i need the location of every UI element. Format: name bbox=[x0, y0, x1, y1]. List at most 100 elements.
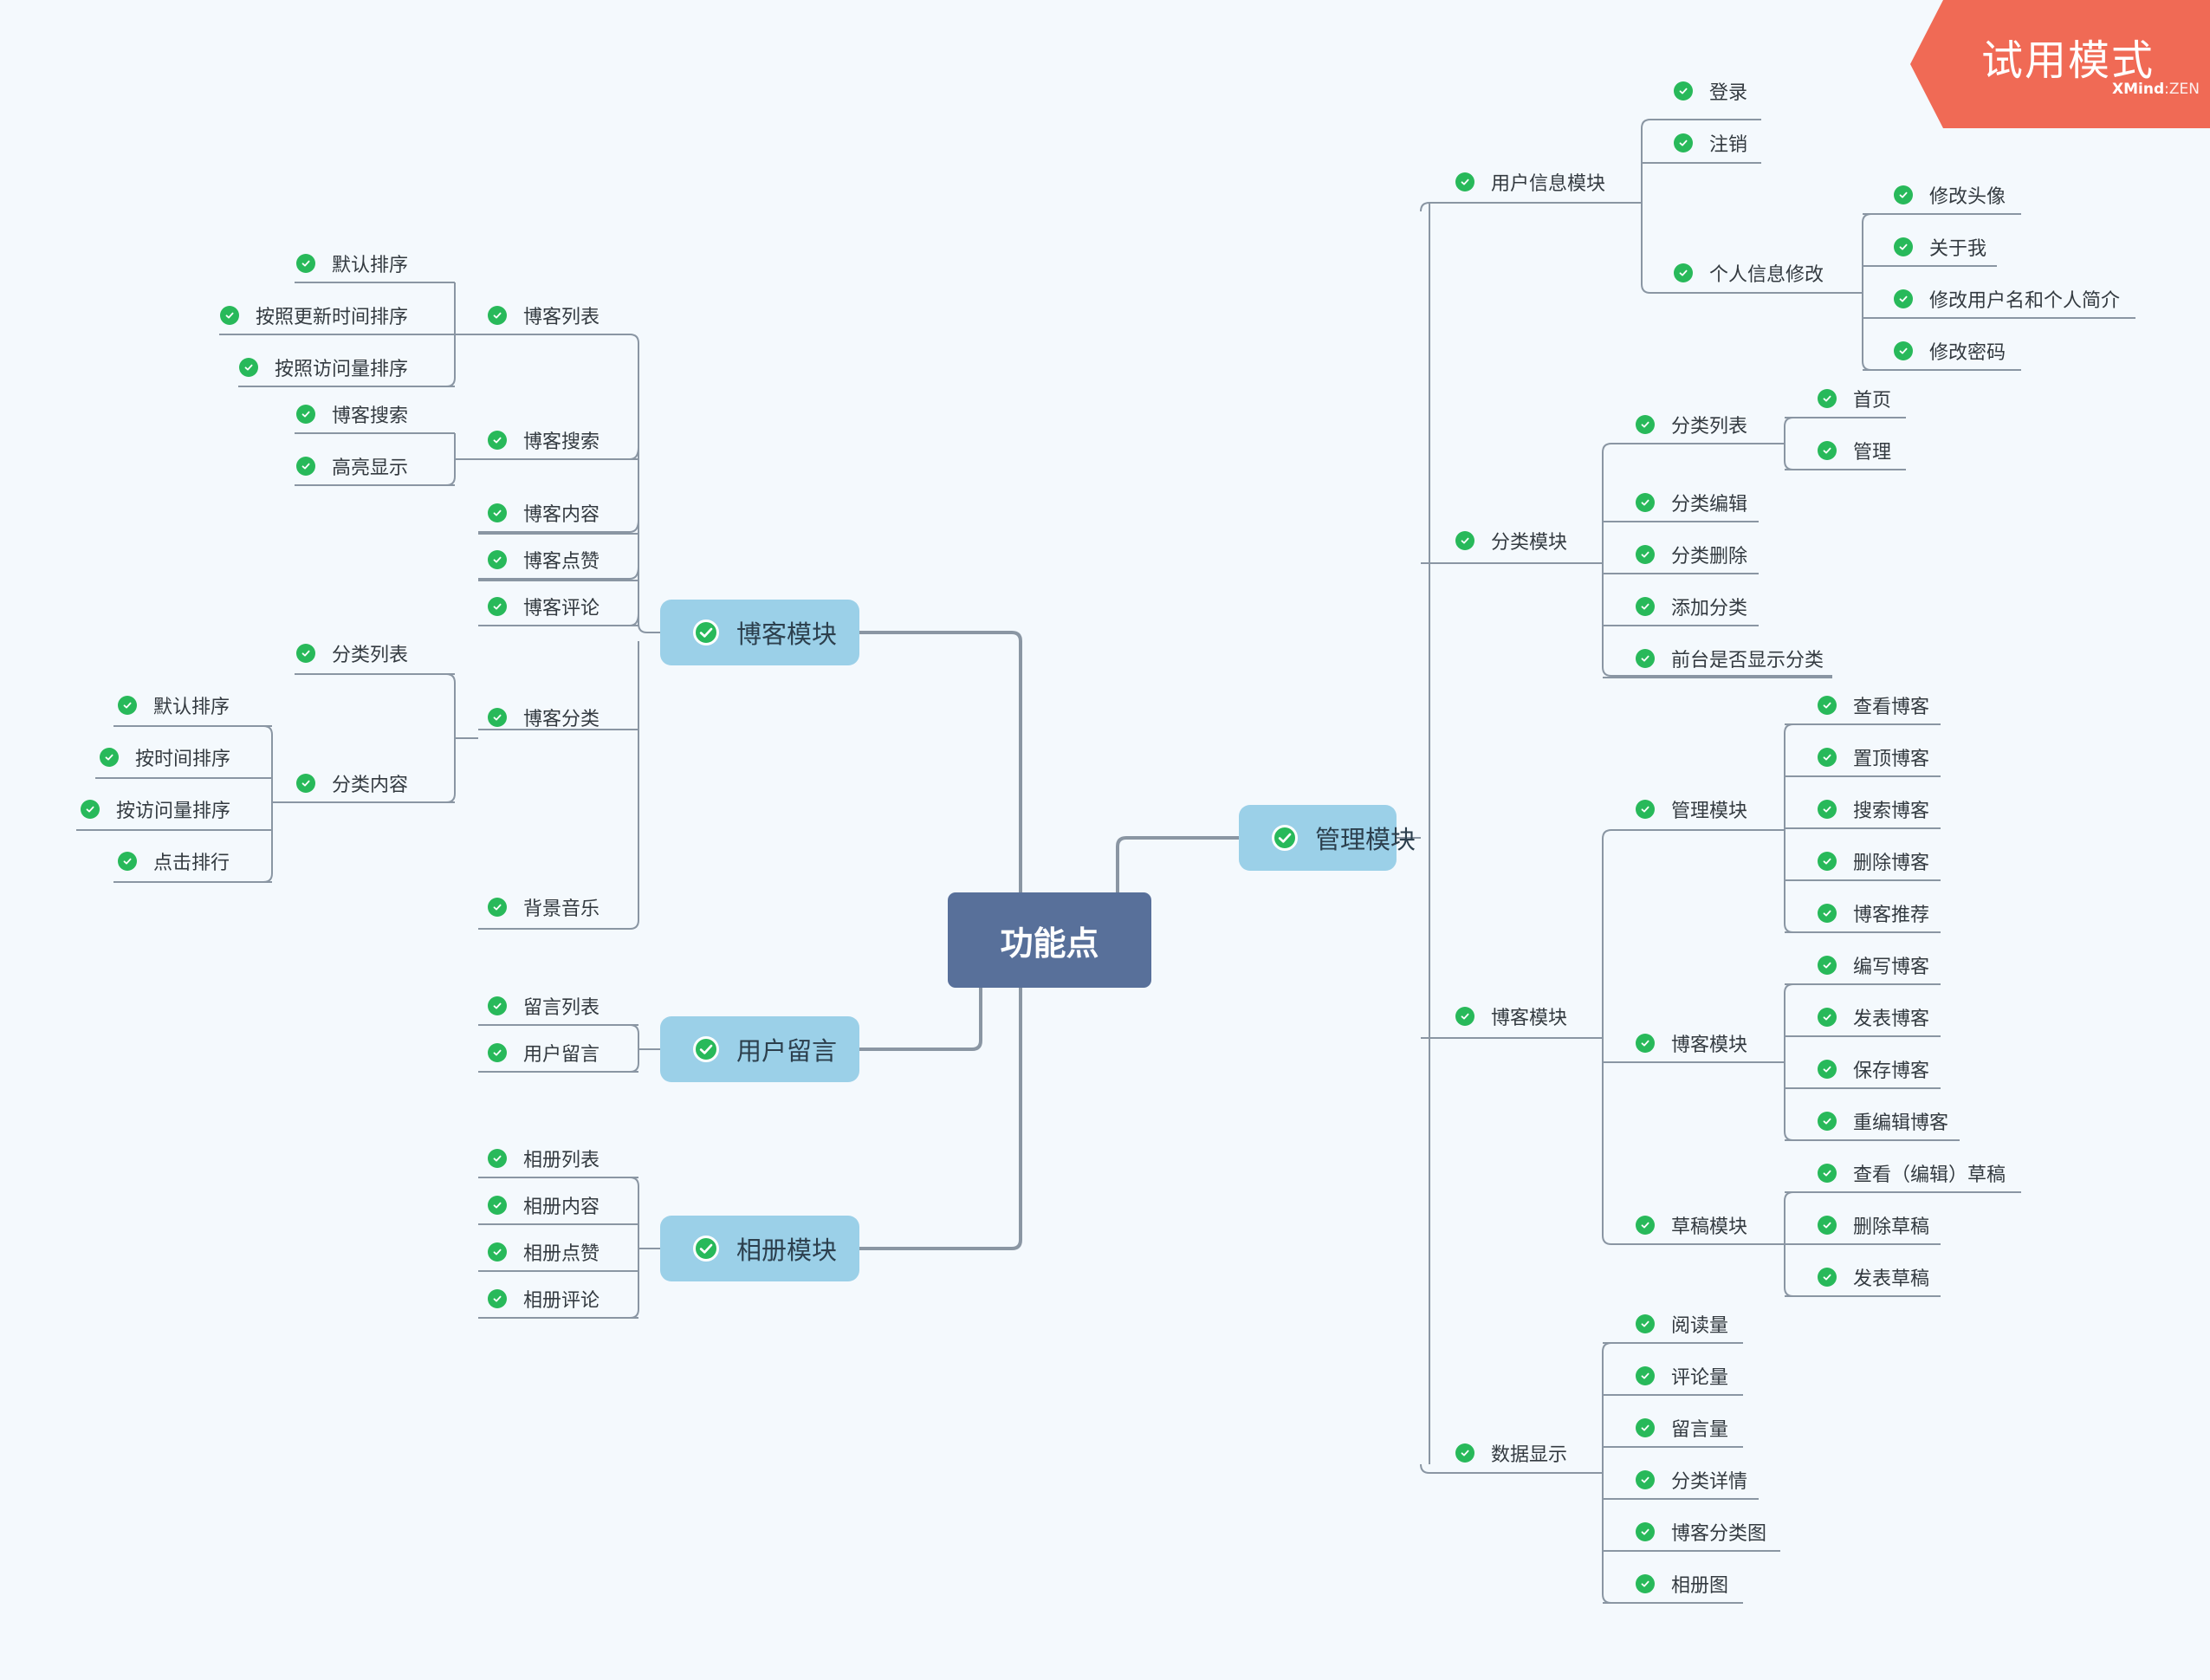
check-icon bbox=[1894, 185, 1913, 204]
topic-label: 分类删除 bbox=[1671, 546, 1748, 568]
check-icon bbox=[1636, 1522, 1655, 1541]
topic-album-item[interactable]: 相册列表 bbox=[488, 1146, 599, 1171]
category-bracket-bottom bbox=[1602, 563, 1832, 677]
topic-home[interactable]: 首页 bbox=[1818, 386, 1891, 412]
topic-category-action[interactable]: 分类删除 bbox=[1636, 542, 1748, 568]
topic-album-item[interactable]: 相册评论 bbox=[488, 1287, 600, 1312]
check-icon bbox=[488, 898, 507, 917]
topic-draft-module[interactable]: 草稿模块 bbox=[1636, 1213, 1747, 1238]
topic-blog-list[interactable]: 博客列表 bbox=[488, 303, 599, 328]
check-icon bbox=[100, 748, 119, 767]
topic-admin-category-list[interactable]: 分类列表 bbox=[1636, 412, 1747, 438]
topic-blog-manage-option[interactable]: 删除博客 bbox=[1818, 849, 1929, 874]
topic-blog-manage[interactable]: 管理模块 bbox=[1636, 797, 1747, 822]
topic-sort-option[interactable]: 按照更新时间排序 bbox=[220, 303, 408, 328]
topic-category-action[interactable]: 分类编辑 bbox=[1636, 490, 1747, 516]
topic-blog-post-option[interactable]: 重编辑博客 bbox=[1818, 1109, 1948, 1134]
topic-draft-option[interactable]: 发表草稿 bbox=[1818, 1265, 1929, 1290]
check-icon bbox=[1636, 1314, 1655, 1333]
topic-blog-manage-option[interactable]: 置顶博客 bbox=[1818, 745, 1929, 770]
topic-draft-option[interactable]: 删除草稿 bbox=[1818, 1213, 1929, 1238]
badge-shape bbox=[1910, 0, 2210, 128]
topic-blog-search[interactable]: 博客搜索 bbox=[488, 428, 599, 453]
badge-brand-separator: : bbox=[2164, 81, 2169, 98]
central-to-album bbox=[859, 988, 1022, 1250]
topic-label: 查看博客 bbox=[1853, 697, 1930, 718]
topic-draft-option[interactable]: 查看（编辑）草稿 bbox=[1818, 1161, 2006, 1186]
topic-user-message[interactable]: 用户留言 bbox=[488, 1041, 599, 1066]
topic-category-sort[interactable]: 按时间排序 bbox=[100, 745, 230, 770]
topic-sort-option[interactable]: 按照访问量排序 bbox=[239, 355, 408, 380]
topic-data-display[interactable]: 数据显示 bbox=[1455, 1441, 1567, 1466]
topic-blog-like[interactable]: 博客点赞 bbox=[488, 548, 599, 573]
topic-stat-item[interactable]: 分类详情 bbox=[1636, 1468, 1747, 1493]
check-icon bbox=[1818, 956, 1837, 975]
check-icon bbox=[1636, 649, 1655, 668]
topic-category-module[interactable]: 分类模块 bbox=[1455, 529, 1567, 554]
branch-user-message[interactable]: 用户留言 bbox=[660, 1016, 859, 1082]
topic-category-sort[interactable]: 点击排行 bbox=[118, 849, 230, 874]
topic-category-list[interactable]: 分类列表 bbox=[296, 641, 408, 666]
topic-label: 高亮显示 bbox=[332, 457, 409, 479]
topic-category-action[interactable]: 前台是否显示分类 bbox=[1636, 646, 1824, 671]
topic-profile-option[interactable]: 修改密码 bbox=[1894, 339, 2006, 364]
topic-blog-comment[interactable]: 博客评论 bbox=[488, 594, 599, 619]
bracket-stats bbox=[1602, 1342, 1612, 1604]
branch-admin-module[interactable]: 管理模块 bbox=[1239, 805, 1416, 871]
topic-login[interactable]: 登录 bbox=[1674, 79, 1747, 104]
bracket-blog-post bbox=[1784, 983, 1794, 1141]
trial-mode-badge[interactable]: 试用模式 XMind:ZEN bbox=[1910, 0, 2210, 128]
check-icon bbox=[1636, 1034, 1655, 1053]
topic-category-action[interactable]: 添加分类 bbox=[1636, 594, 1747, 619]
badge-brand-edition: ZEN bbox=[2168, 81, 2200, 98]
topic-profile-option[interactable]: 修改用户名和个人简介 bbox=[1894, 287, 2120, 312]
check-icon bbox=[1818, 1164, 1837, 1183]
topic-album-item[interactable]: 相册点赞 bbox=[488, 1240, 599, 1265]
topic-category-content[interactable]: 分类内容 bbox=[296, 771, 408, 796]
topic-stat-item[interactable]: 留言量 bbox=[1636, 1416, 1728, 1441]
admin-trunk bbox=[1420, 201, 1430, 1464]
check-icon bbox=[693, 1036, 719, 1062]
check-icon bbox=[118, 852, 137, 871]
topic-stat-item[interactable]: 相册图 bbox=[1636, 1572, 1728, 1597]
topic-user-info[interactable]: 用户信息模块 bbox=[1455, 170, 1606, 195]
central-topic[interactable]: 功能点 bbox=[948, 892, 1151, 988]
topic-label: 修改密码 bbox=[1929, 342, 2006, 364]
topic-label: 博客模块 bbox=[1671, 1035, 1748, 1056]
blog-trunk-branch bbox=[478, 566, 639, 580]
topic-category-sort[interactable]: 按访问量排序 bbox=[81, 797, 230, 822]
topic-blog-category[interactable]: 博客分类 bbox=[488, 705, 599, 730]
topic-blog-manage-option[interactable]: 博客推荐 bbox=[1818, 901, 1929, 926]
topic-blog-post-option[interactable]: 编写博客 bbox=[1818, 953, 1929, 978]
topic-blog-content[interactable]: 博客内容 bbox=[488, 501, 599, 526]
topic-search-option[interactable]: 博客搜索 bbox=[296, 402, 408, 427]
topic-admin-blog[interactable]: 博客模块 bbox=[1455, 1004, 1567, 1029]
topic-sort-option[interactable]: 默认排序 bbox=[296, 251, 408, 276]
topic-highlight-option[interactable]: 高亮显示 bbox=[296, 454, 409, 479]
check-icon bbox=[1636, 1418, 1655, 1437]
topic-profile-option[interactable]: 修改头像 bbox=[1894, 183, 2006, 208]
topic-background-music[interactable]: 背景音乐 bbox=[488, 895, 599, 920]
branch-album-module[interactable]: 相册模块 bbox=[660, 1216, 859, 1281]
topic-blog-post-option[interactable]: 保存博客 bbox=[1818, 1057, 1929, 1082]
topic-message-list[interactable]: 留言列表 bbox=[488, 994, 599, 1019]
topic-stat-item[interactable]: 评论量 bbox=[1636, 1364, 1728, 1389]
topic-label: 用户信息模块 bbox=[1491, 173, 1606, 195]
topic-blog-manage-option[interactable]: 查看博客 bbox=[1818, 693, 1930, 718]
topic-logout[interactable]: 注销 bbox=[1674, 131, 1747, 156]
topic-profile-option[interactable]: 关于我 bbox=[1894, 235, 1986, 260]
check-icon bbox=[1818, 1216, 1837, 1235]
topic-profile-edit[interactable]: 个人信息修改 bbox=[1674, 261, 1824, 286]
topic-blog-manage-option[interactable]: 搜索博客 bbox=[1818, 797, 1929, 822]
branch-blog-module[interactable]: 博客模块 bbox=[660, 600, 859, 665]
topic-blog-post[interactable]: 博客模块 bbox=[1636, 1031, 1748, 1056]
topic-blog-post-option[interactable]: 发表博客 bbox=[1818, 1005, 1929, 1030]
topic-label: 相册评论 bbox=[523, 1290, 600, 1312]
topic-category-sort[interactable]: 默认排序 bbox=[118, 693, 230, 718]
topic-stat-item[interactable]: 阅读量 bbox=[1636, 1312, 1728, 1337]
topic-manage[interactable]: 管理 bbox=[1818, 438, 1891, 464]
topic-stat-item[interactable]: 博客分类图 bbox=[1636, 1520, 1766, 1545]
check-icon bbox=[1818, 389, 1837, 408]
bracket-profile-edit bbox=[1862, 213, 1872, 371]
topic-album-item[interactable]: 相册内容 bbox=[488, 1193, 599, 1218]
